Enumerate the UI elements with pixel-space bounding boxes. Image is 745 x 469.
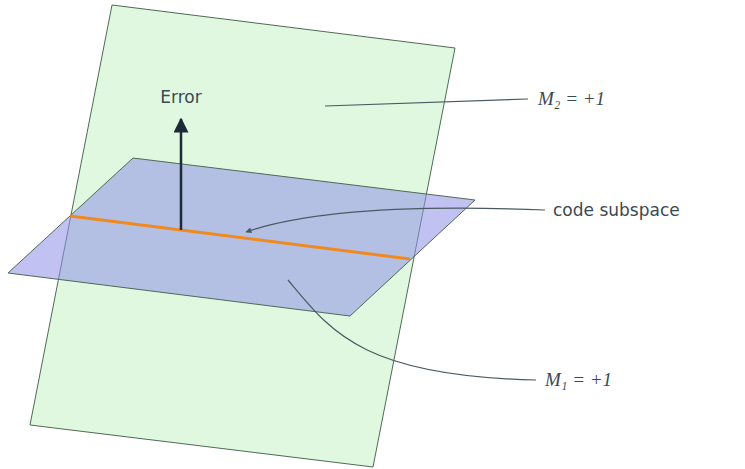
error-arrow [180, 119, 183, 230]
arrow-label: Error [160, 87, 201, 107]
m1-plane [8, 158, 475, 316]
leader-line [325, 99, 528, 106]
plane-label: M₁ = +1 [545, 369, 612, 391]
code-subspace-line [70, 216, 410, 259]
subspace-label: code subspace [553, 200, 680, 220]
leader-line [288, 280, 536, 380]
leader-line [246, 208, 545, 232]
plane-label: M₂ = +1 [538, 88, 605, 110]
